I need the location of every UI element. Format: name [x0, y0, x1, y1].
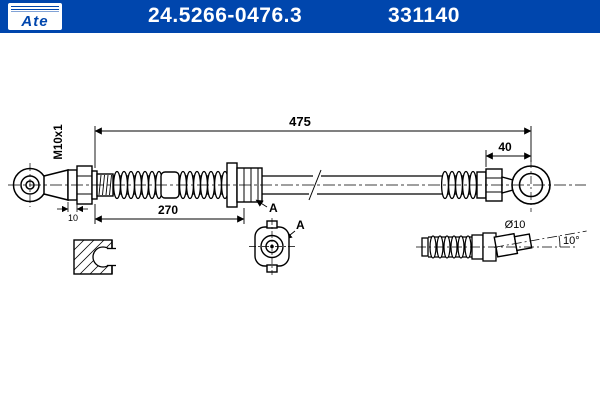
- hose-straight-section: [262, 169, 440, 201]
- centerlines: [8, 160, 586, 212]
- logo-stripes-decoration: [11, 6, 59, 12]
- part-number: 24.5266-0476.3: [148, 4, 303, 27]
- header-bar: Ate 24.5266-0476.3 331140: [0, 0, 600, 33]
- dimension-right-length: 40: [485, 140, 532, 167]
- hose-corrugated-left: [112, 170, 230, 200]
- thread-spec-label: M10x1: [53, 124, 65, 160]
- dimension-flange-width: 10: [57, 202, 88, 223]
- angled-end-fitting: [493, 230, 587, 258]
- logo-text: Ate: [21, 13, 49, 30]
- dimension-left-length: 270: [94, 203, 245, 224]
- ate-logo: Ate: [8, 3, 62, 30]
- dimension-overall-length: 475: [94, 114, 532, 224]
- bracket-section-view: [73, 239, 116, 275]
- left-length-label: 270: [158, 203, 178, 217]
- hose-end-detail: Ø10 10°: [416, 219, 587, 262]
- angle-label: 10°: [563, 235, 580, 247]
- hose-corrugated-right: [440, 170, 478, 200]
- thread-spec: M10x1: [53, 124, 65, 160]
- reference-number: 331140: [388, 4, 460, 27]
- overall-length-label: 475: [289, 114, 311, 129]
- view-a-endview-label: A: [296, 218, 305, 232]
- view-a-pointer-label: A: [269, 201, 278, 215]
- view-a-pointer-bracket: A: [255, 199, 278, 215]
- bracket-end-view: [249, 218, 295, 275]
- diameter-label: Ø10: [505, 219, 526, 231]
- right-length-label: 40: [498, 140, 512, 154]
- flange-width-label: 10: [68, 213, 78, 223]
